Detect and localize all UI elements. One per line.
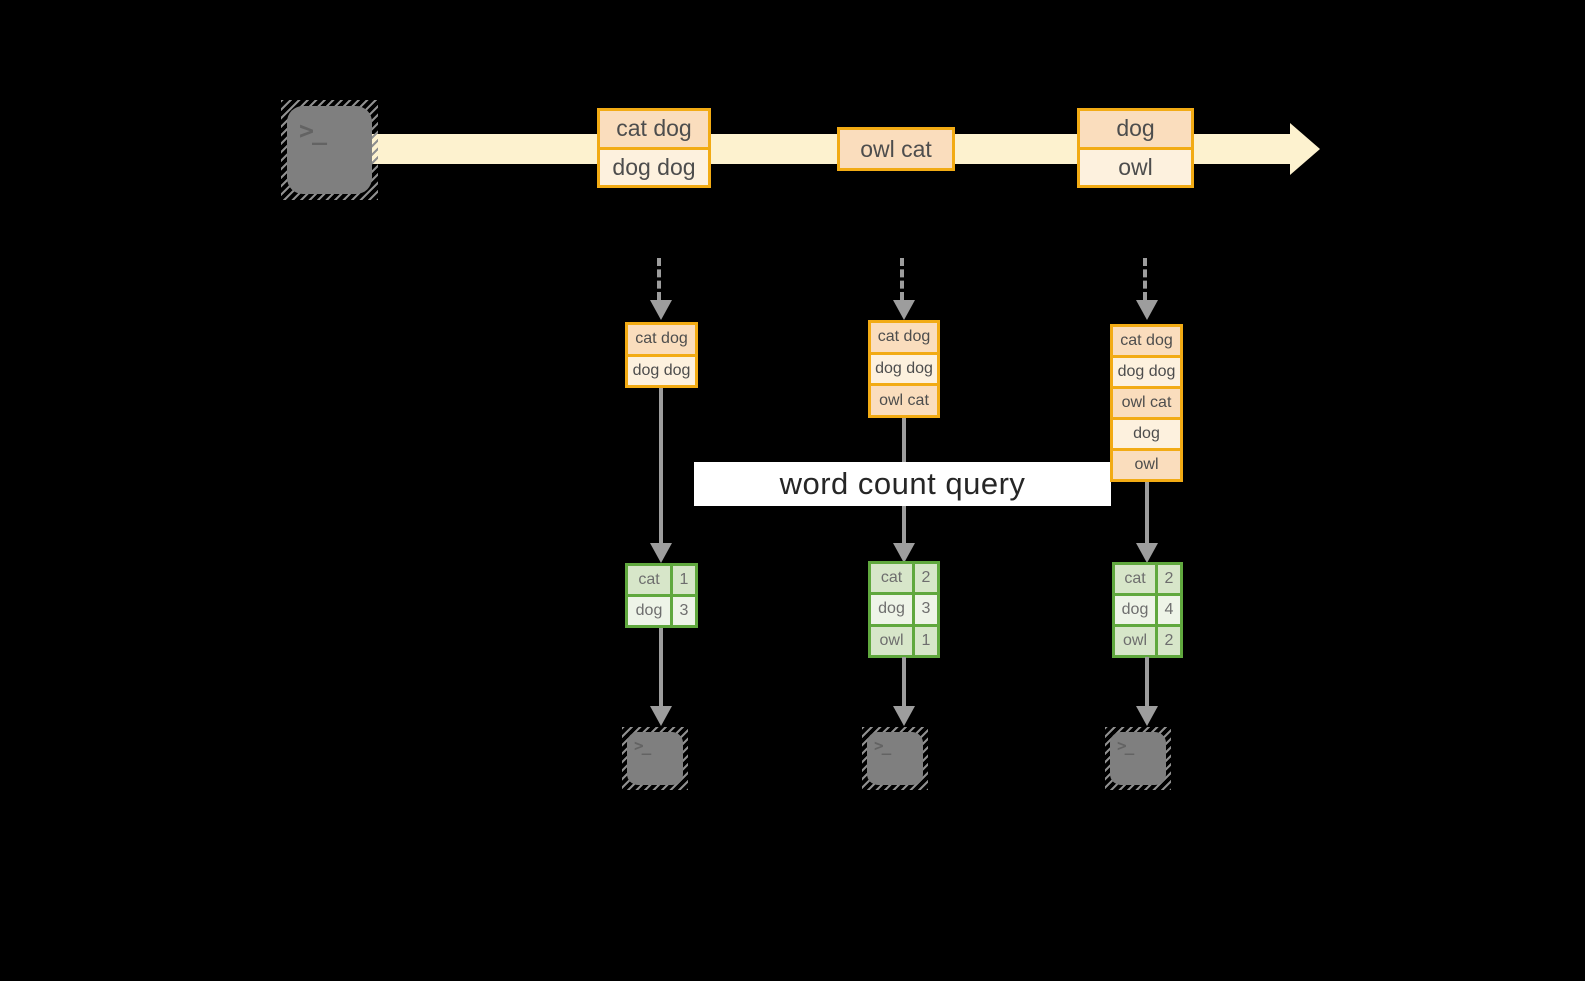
record: cat dog — [871, 323, 937, 352]
stream-batch-2: owl cat — [837, 127, 955, 171]
count-value-cell: 2 — [915, 564, 937, 593]
record: dog dog — [628, 356, 695, 385]
sink-terminal-icon-3: >_ — [1105, 727, 1171, 790]
count-word-cell: owl — [1115, 627, 1155, 655]
count-value-cell: 1 — [673, 566, 695, 594]
sink-arrow-task1 — [659, 628, 663, 706]
count-word-cell: cat — [628, 566, 670, 594]
sink-arrow-task3 — [1145, 657, 1149, 706]
record: owl — [1113, 451, 1180, 479]
terminal-body — [287, 106, 372, 194]
query-arrowhead-task2 — [893, 543, 915, 563]
terminal-prompt-icon: >_ — [634, 736, 651, 755]
record: dog dog — [871, 354, 937, 384]
dashed-arrowhead-task1 — [650, 300, 672, 320]
sink-terminal-icon-1: >_ — [622, 727, 688, 790]
stream-record: cat dog — [600, 111, 708, 147]
task1-count-table: cat 1 dog 3 — [625, 563, 698, 628]
query-label: word count query — [779, 466, 1026, 501]
query-arrowhead-task3 — [1136, 543, 1158, 563]
count-value-cell: 3 — [915, 595, 937, 624]
task2-records-stack: cat dog dog dog owl cat — [868, 320, 940, 418]
dashed-arrow-task3 — [1143, 258, 1147, 300]
sink-arrowhead-task3 — [1136, 706, 1158, 726]
terminal-prompt-icon: >_ — [299, 116, 327, 145]
count-word-cell: cat — [1115, 565, 1155, 593]
query-label-band — [694, 462, 1111, 506]
count-word-cell: dog — [871, 595, 912, 624]
record: owl cat — [1113, 389, 1180, 417]
sink-arrow-task2 — [902, 657, 906, 706]
query-arrowhead-task1 — [650, 543, 672, 563]
dashed-arrow-task2 — [900, 258, 904, 300]
task2-count-table: cat 2 dog 3 owl 1 — [868, 561, 940, 658]
count-value-cell: 2 — [1158, 627, 1180, 655]
terminal-prompt-icon: >_ — [1117, 736, 1134, 755]
record: dog dog — [1113, 358, 1180, 386]
record: cat dog — [628, 325, 695, 354]
count-word-cell: dog — [628, 597, 670, 625]
count-word-cell: owl — [871, 626, 912, 655]
stream-batch-1: cat dog dog dog — [597, 108, 711, 188]
query-arrow-task3 — [1145, 481, 1149, 544]
count-value-cell: 1 — [915, 626, 937, 655]
task3-count-table: cat 2 dog 4 owl 2 — [1112, 562, 1183, 658]
stream-arrowhead-icon — [1290, 123, 1320, 175]
terminal-body — [627, 732, 683, 785]
query-arrow-task1 — [659, 387, 663, 544]
stream-record: owl — [1080, 149, 1191, 185]
sink-arrowhead-task1 — [650, 706, 672, 726]
dashed-arrowhead-task3 — [1136, 300, 1158, 320]
stream-record: dog dog — [600, 149, 708, 185]
dashed-arrowhead-task2 — [893, 300, 915, 320]
count-value-cell: 3 — [673, 597, 695, 625]
terminal-body — [1110, 732, 1166, 785]
count-value-cell: 2 — [1158, 565, 1180, 593]
dashed-arrow-task1 — [657, 258, 661, 300]
task1-records-stack: cat dog dog dog — [625, 322, 698, 388]
count-word-cell: cat — [871, 564, 912, 593]
record: dog — [1113, 420, 1180, 448]
record: cat dog — [1113, 327, 1180, 355]
source-terminal-icon: >_ — [281, 100, 378, 200]
terminal-prompt-icon: >_ — [874, 736, 891, 755]
stream-batch-3: dog owl — [1077, 108, 1194, 188]
stream-record: dog — [1080, 111, 1191, 147]
sink-terminal-icon-2: >_ — [862, 727, 928, 790]
record: owl cat — [871, 386, 937, 415]
count-word-cell: dog — [1115, 596, 1155, 624]
terminal-body — [867, 732, 923, 785]
task3-records-stack: cat dog dog dog owl cat dog owl — [1110, 324, 1183, 482]
sink-arrowhead-task2 — [893, 706, 915, 726]
count-value-cell: 4 — [1158, 596, 1180, 624]
stream-record: owl cat — [840, 130, 952, 168]
